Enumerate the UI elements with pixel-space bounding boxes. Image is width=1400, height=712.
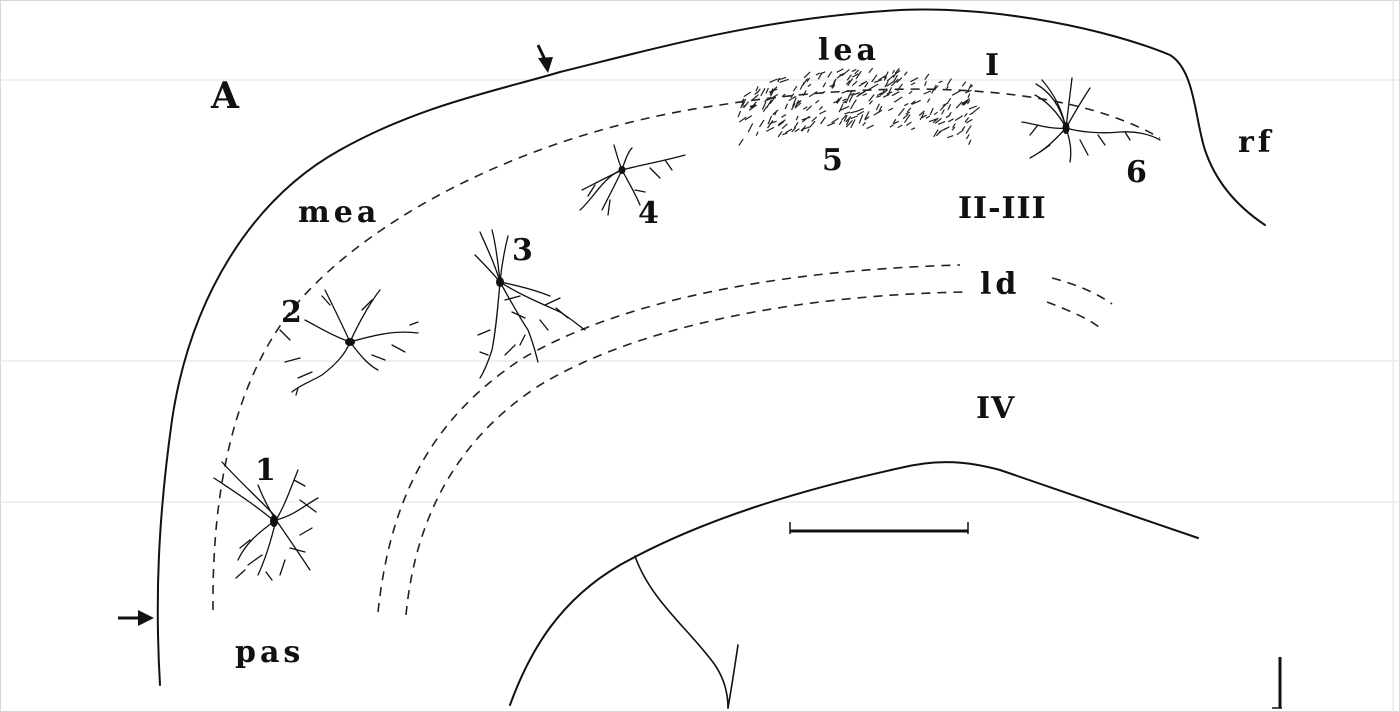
neuron-5-stipple-strokes xyxy=(737,67,980,146)
label-neuron-4: 4 xyxy=(638,196,659,231)
fiber-bottom xyxy=(634,555,729,709)
label-rf: rf xyxy=(1238,125,1275,160)
arrow-left xyxy=(118,610,154,626)
label-layer-II-III: II-III xyxy=(958,191,1047,226)
label-neuron-5: 5 xyxy=(822,143,843,178)
neuron-1-drawing xyxy=(213,461,319,581)
boundary-lamina-dissecans-inner xyxy=(405,291,966,616)
fiber-bottom-branch xyxy=(727,644,739,709)
label-ld: ld xyxy=(980,267,1020,302)
neuron-5-stipple-field xyxy=(737,67,980,146)
scale-bar-horizontal xyxy=(789,522,969,534)
label-layer-I: I xyxy=(985,48,1003,83)
label-lea: lea xyxy=(818,33,880,68)
white-matter-outline xyxy=(509,461,1199,706)
boundary-lamina-dissecans-outer xyxy=(377,264,961,613)
label-neuron-2: 2 xyxy=(281,295,302,330)
label-pas: pas xyxy=(235,635,304,670)
neuron-6-drawing xyxy=(1021,77,1161,163)
label-neuron-1: 1 xyxy=(255,453,276,488)
boundary-layer-I-II xyxy=(212,88,1161,611)
boundary-ld-right-1 xyxy=(1051,277,1113,305)
neuron-2-drawing xyxy=(279,289,419,396)
boundary-ld-right-2 xyxy=(1046,301,1104,331)
panel-label: A xyxy=(210,75,240,117)
neuron-4-drawing xyxy=(579,144,686,216)
label-neuron-6: 6 xyxy=(1126,155,1147,190)
scale-bar-vertical xyxy=(1272,657,1282,709)
arrow-top xyxy=(536,44,553,73)
neuron-3-drawing xyxy=(474,229,586,379)
pial-surface-outline xyxy=(156,8,1266,686)
label-layer-IV: IV xyxy=(976,391,1015,426)
label-neuron-3: 3 xyxy=(512,233,533,268)
label-mea: mea xyxy=(298,195,380,230)
